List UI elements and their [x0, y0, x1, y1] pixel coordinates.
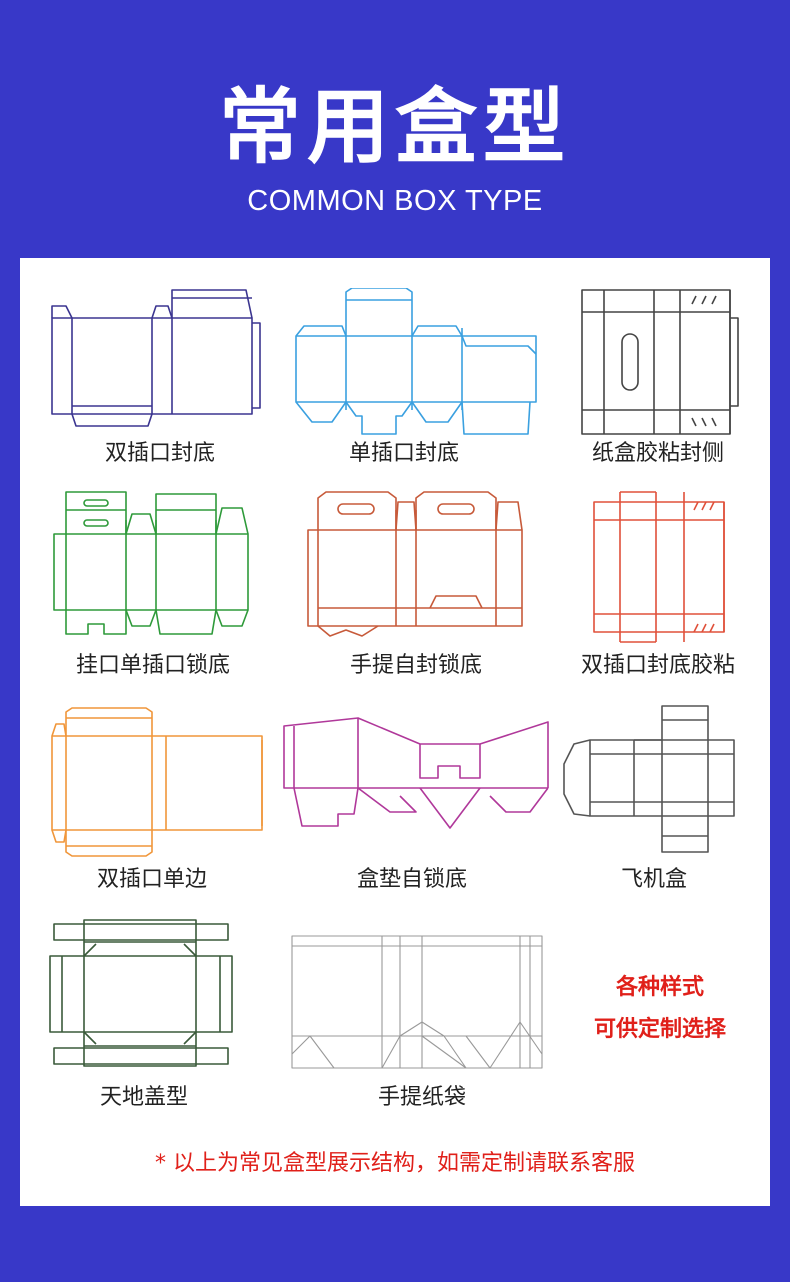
double-tuck-bottom-diagram	[48, 288, 264, 428]
double-tuck-single-side-diagram	[48, 706, 266, 858]
box-label: 双插口封底	[104, 441, 215, 466]
box-label: 挂口单插口锁底	[75, 653, 230, 678]
header: 常用盒型 COMMON BOX TYPE	[0, 0, 790, 258]
lid-and-base-box-diagram	[48, 918, 234, 1068]
handle-paper-bag-diagram	[290, 934, 544, 1070]
box-label: 双插口单边	[96, 867, 207, 892]
box-label: 手提纸袋	[377, 1085, 466, 1110]
glued-side-box-diagram	[580, 288, 740, 438]
box-label: 纸盒胶粘封侧	[591, 441, 724, 466]
double-tuck-glued-diagram	[592, 490, 732, 646]
custom-available-note: 可供定制选择	[593, 1017, 726, 1042]
tray-self-lock-bottom-diagram	[280, 716, 552, 834]
box-label: 双插口封底胶粘	[580, 653, 735, 678]
box-label: 单插口封底	[348, 441, 459, 466]
box-label: 飞机盒	[620, 867, 687, 892]
single-tuck-bottom-diagram	[292, 288, 544, 438]
page-subtitle: COMMON BOX TYPE	[247, 185, 543, 217]
contact-service-note: * 以上为常见盒型展示结构，如需定制请联系客服	[155, 1151, 635, 1176]
page-title: 常用盒型	[218, 80, 571, 175]
custom-styles-note: 各种样式	[615, 975, 704, 1000]
box-label: 盒垫自锁底	[356, 867, 467, 892]
box-label: 天地盖型	[99, 1085, 188, 1110]
mailer-box-diagram	[560, 704, 738, 854]
hanger-tuck-lock-bottom-diagram	[52, 490, 252, 640]
handle-self-lock-bottom-diagram	[306, 490, 526, 640]
box-label: 手提自封锁底	[349, 653, 482, 678]
